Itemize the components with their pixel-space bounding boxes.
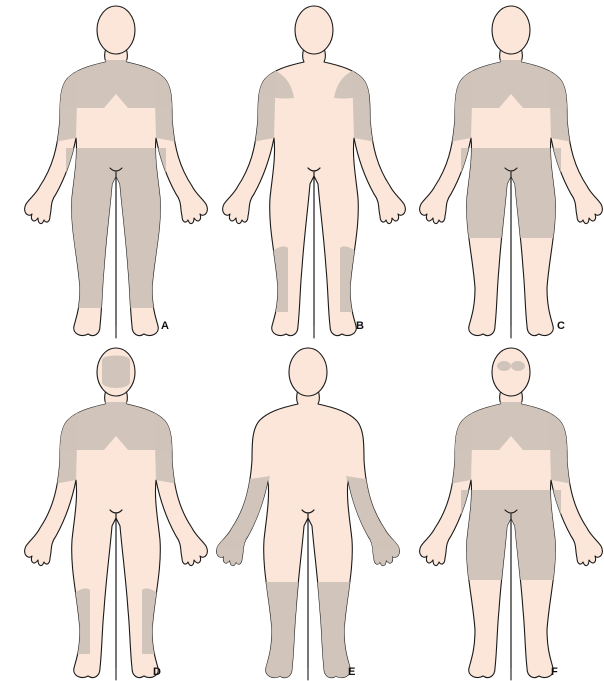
panel-a — [25, 6, 208, 338]
panel-label-c: C — [557, 320, 565, 332]
panel-d — [25, 348, 208, 680]
panel-label-d: D — [153, 666, 161, 678]
panel-label-a: A — [161, 320, 169, 332]
panel-label-f: F — [551, 666, 558, 678]
panel-e — [212, 348, 404, 681]
panel-f — [420, 348, 603, 680]
panel-b — [223, 6, 406, 338]
panel-label-b: B — [356, 320, 364, 332]
panel-c — [420, 6, 603, 338]
panel-label-e: E — [348, 666, 355, 678]
region-face — [102, 356, 130, 389]
